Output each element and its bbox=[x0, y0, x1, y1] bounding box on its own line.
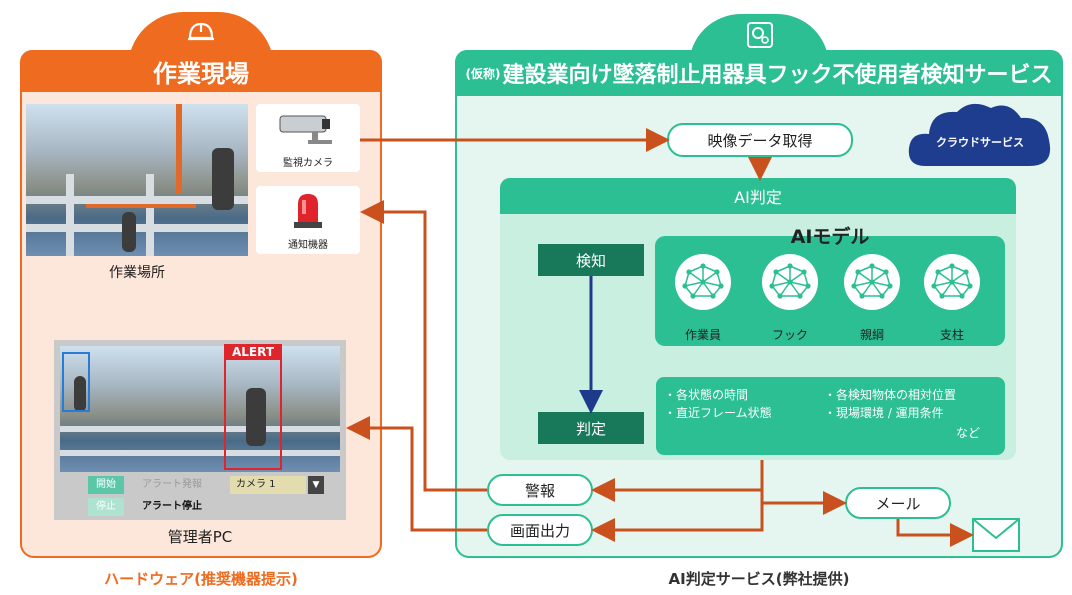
hardware-footer: ハードウェア(推奨機器提示) bbox=[104, 570, 298, 588]
camera-device: 監視カメラ bbox=[256, 104, 360, 172]
detect-box: 検知 bbox=[538, 244, 644, 276]
condition-item: ・直近フレーム状態 bbox=[664, 406, 772, 420]
condition-item: ・各状態の時間 bbox=[664, 388, 749, 402]
hardware-title: 作業現場 bbox=[20, 50, 382, 92]
start-button[interactable]: 開始 bbox=[88, 476, 124, 494]
service-title-text: 建設業向け墜落制止用器具フック不使用者検知サービス bbox=[502, 63, 1053, 88]
alert-off-button[interactable]: アラート停止 bbox=[142, 501, 202, 512]
model-label: 親綱 bbox=[859, 328, 884, 342]
judge-box: 判定 bbox=[538, 412, 644, 444]
model-label: 作業員 bbox=[684, 328, 721, 342]
helmet-icon bbox=[186, 18, 216, 44]
conditions-box: ・各状態の時間 ・各検知物体の相対位置 ・直近フレーム状態 ・現場環境 / 運用… bbox=[656, 377, 1005, 455]
alert-on-button[interactable]: アラート発報 bbox=[142, 479, 202, 490]
camera-select-value: カメラ 1 bbox=[236, 479, 276, 490]
ai-model-title: AIモデル bbox=[790, 226, 870, 248]
camera-label: 監視カメラ bbox=[283, 158, 333, 169]
cloud-icon: クラウドサービス bbox=[905, 98, 1055, 176]
alarm-output-node: 警報 bbox=[487, 474, 593, 506]
site-caption: 作業場所 bbox=[109, 265, 165, 281]
screen-to-pc-line bbox=[346, 416, 487, 532]
pc-camera-feed bbox=[60, 346, 340, 472]
service-title-prefix: (仮称) bbox=[465, 66, 501, 81]
alarm-label: 通知機器 bbox=[288, 240, 328, 251]
detection-box-blue bbox=[62, 352, 90, 412]
gear-icon bbox=[745, 20, 775, 50]
model-label: フック bbox=[771, 328, 808, 342]
site-photo bbox=[26, 104, 248, 256]
alert-label: ALERT bbox=[224, 344, 282, 360]
alarm-to-device-line bbox=[360, 200, 487, 492]
chevron-down-icon[interactable]: ▼ bbox=[308, 476, 324, 494]
screen-output-node: 画面出力 bbox=[487, 514, 593, 546]
camera-select[interactable]: カメラ 1 bbox=[230, 476, 306, 494]
model-label: 支柱 bbox=[939, 328, 964, 342]
video-acquire-node: 映像データ取得 bbox=[667, 123, 853, 157]
condition-item: ・各検知物体の相対位置 bbox=[824, 388, 957, 402]
admin-pc-screen: ALERT 開始 停止 アラート発報 アラート停止 カメラ 1 ▼ bbox=[54, 340, 346, 520]
ai-judge-title: AI判定 bbox=[500, 178, 1016, 214]
service-title: (仮称) 建設業向け墜落制止用器具フック不使用者検知サービス bbox=[455, 50, 1063, 96]
condition-item: など bbox=[956, 426, 981, 440]
alarm-device: 通知機器 bbox=[256, 186, 360, 254]
pc-caption: 管理者PC bbox=[167, 528, 233, 546]
cloud-label: クラウドサービス bbox=[936, 136, 1024, 149]
ai-to-screen-line bbox=[591, 490, 764, 542]
mail-to-icon-line bbox=[896, 519, 974, 547]
mail-output-node: メール bbox=[845, 487, 951, 519]
siren-icon bbox=[294, 194, 322, 228]
service-footer: AI判定サービス(弊社提供) bbox=[668, 570, 850, 588]
condition-item: ・現場環境 / 運用条件 bbox=[824, 406, 944, 420]
stop-button[interactable]: 停止 bbox=[88, 498, 124, 516]
ai-to-alarm-line bbox=[591, 460, 764, 502]
camera-icon bbox=[279, 115, 332, 144]
